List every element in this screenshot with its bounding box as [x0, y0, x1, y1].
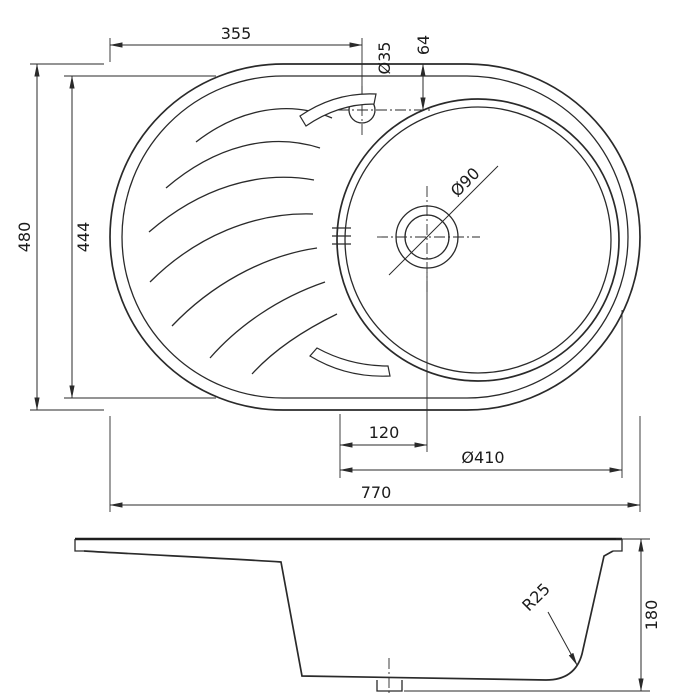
sink-inner-outline	[121, 75, 629, 399]
section-drain-stub	[376, 680, 403, 692]
dim-d410: Ø410	[339, 310, 623, 478]
dim-480: 480	[15, 63, 104, 411]
dim-64-label: 64	[414, 35, 433, 55]
dim-d410-label: Ø410	[461, 448, 504, 467]
dim-444-label: 444	[74, 222, 93, 253]
dim-770-label: 770	[361, 483, 392, 502]
dim-d35-label: Ø35	[375, 42, 394, 75]
dim-444: 444	[64, 75, 216, 399]
dim-120-label: 120	[369, 423, 400, 442]
bowl-inner-outline	[344, 106, 612, 374]
top-view: 355 Ø35 64 480 444 120	[15, 24, 641, 512]
dim-r25-label: R25	[518, 579, 554, 615]
dim-d90-label: Ø90	[447, 164, 484, 201]
dim-r25: R25	[518, 579, 578, 666]
dim-64: 64	[414, 35, 433, 111]
top-drain-slot	[299, 93, 377, 127]
dim-d90: Ø90	[388, 164, 499, 276]
section-basin-profile	[83, 550, 614, 681]
dim-480-label: 480	[15, 222, 34, 253]
section-right-rim-hook	[613, 539, 623, 552]
dim-355: 355	[109, 24, 363, 94]
dim-770: 770	[109, 416, 641, 512]
dim-355-label: 355	[221, 24, 252, 43]
section-left-rim-hook	[74, 539, 84, 552]
bottom-drain-slot	[309, 347, 391, 377]
section-view: 180 R25	[74, 537, 661, 696]
sink-outer-outline	[109, 63, 641, 411]
faucet-hole	[338, 86, 433, 136]
dim-120: 120	[339, 272, 428, 478]
bowl-outline	[336, 98, 620, 382]
drainboard-ribs	[148, 93, 391, 377]
drain	[377, 186, 480, 292]
dim-180: 180	[404, 538, 661, 692]
dim-180-label: 180	[642, 600, 661, 631]
